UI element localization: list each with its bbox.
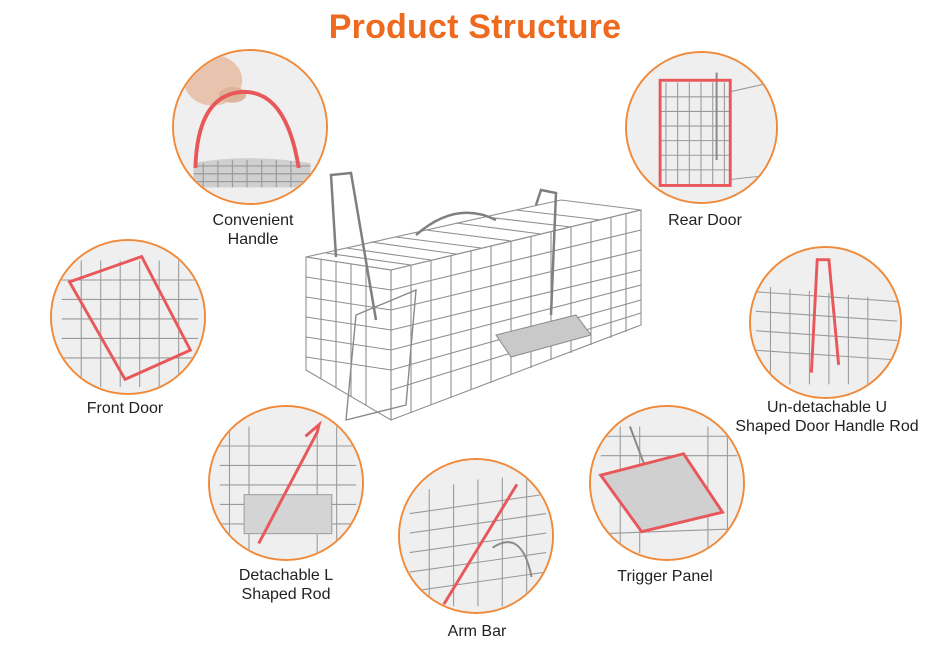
page-title: Product Structure xyxy=(328,8,622,46)
label-rear-door: Rear Door xyxy=(668,212,742,229)
rear-door-detail-image xyxy=(625,51,778,204)
label-front-door: Front Door xyxy=(86,400,164,417)
label-convenient-handle: Convenient Handle xyxy=(212,212,294,248)
u-rod-detail-image xyxy=(749,246,902,399)
main-trap-image xyxy=(296,165,646,450)
front-door-detail-image xyxy=(50,239,206,395)
label-arm-bar: Arm Bar xyxy=(447,623,507,640)
label-u-shaped-rod: Un-detachable U Shaped Door Handle Rod xyxy=(735,399,919,435)
trigger-panel-detail-image xyxy=(589,405,745,561)
handle-detail-image xyxy=(172,49,328,205)
l-rod-detail-image xyxy=(208,405,364,561)
arm-bar-detail-image xyxy=(398,458,554,614)
label-l-shaped-rod: Detachable L Shaped Rod xyxy=(238,567,334,603)
label-trigger-panel: Trigger Panel xyxy=(617,568,713,585)
